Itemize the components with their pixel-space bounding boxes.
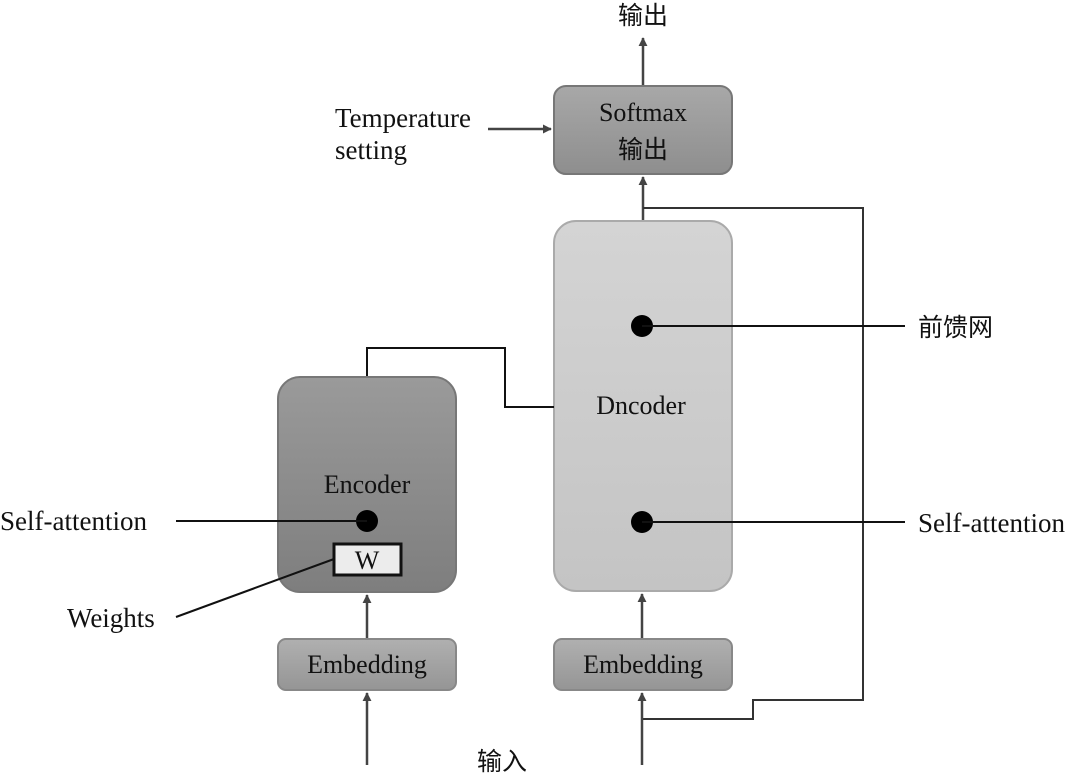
weights-pointer-line xyxy=(175,558,335,618)
right-embedding-box xyxy=(553,638,733,691)
encoder-box xyxy=(277,376,457,593)
weights-label: Weights xyxy=(67,603,155,633)
temperature-label-line1: Temperature xyxy=(335,103,471,133)
encoder-decoder-connector xyxy=(366,347,554,408)
softmax-box xyxy=(553,85,733,175)
decoder-title: Dncoder xyxy=(596,391,686,420)
feedforward-label: 前馈网 xyxy=(918,313,993,342)
encoder-title: Encoder xyxy=(324,470,411,499)
right-embedding-label: Embedding xyxy=(583,650,703,679)
softmax-title: Softmax xyxy=(599,98,687,127)
temperature-label-line2: setting xyxy=(335,135,407,165)
decoder-self-attention-label: Self-attention xyxy=(918,508,1065,538)
softmax-subtitle: 输出 xyxy=(618,135,668,164)
encoder-self-attention-label: Self-attention xyxy=(0,506,147,536)
left-embedding-box xyxy=(277,638,457,691)
left-embedding-label: Embedding xyxy=(307,650,427,679)
output-label: 输出 xyxy=(618,1,668,30)
weights-box-label: W xyxy=(355,546,380,575)
input-label: 输入 xyxy=(477,747,527,776)
feedback-loop-line xyxy=(643,207,864,720)
